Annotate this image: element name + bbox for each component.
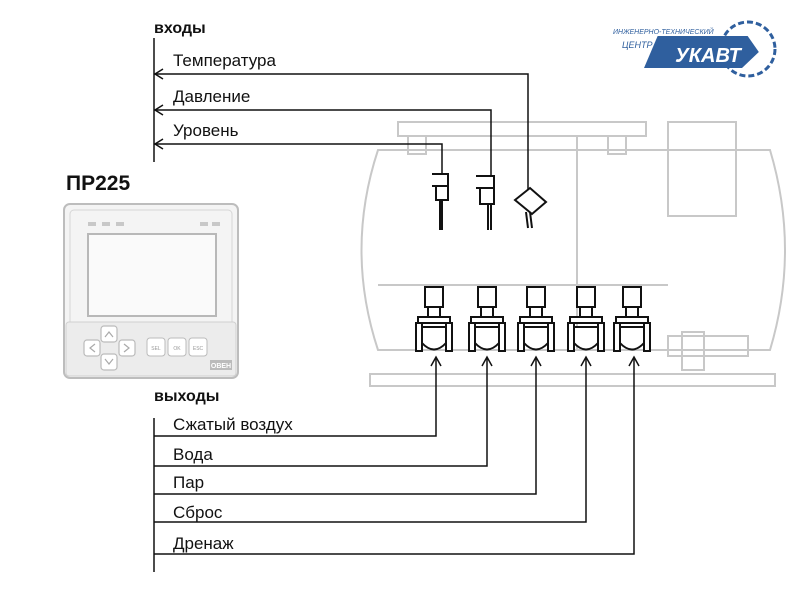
device-screen	[87, 233, 217, 317]
input-label-temperature: Температура	[173, 51, 276, 70]
logo-line2: ЦЕНТР	[622, 40, 653, 50]
valve	[415, 286, 453, 352]
outputs-header: выходы	[154, 388, 220, 405]
esc-button-label: ESC	[193, 346, 204, 352]
ok-button	[167, 337, 187, 357]
sel-button	[146, 337, 166, 357]
device-brand: ОВЕН	[211, 363, 231, 370]
temperature-sensor	[513, 186, 548, 229]
valve	[517, 286, 555, 352]
logo-line1: ИНЖЕНЕРНО-ТЕХНИЧЕСКИЙ	[613, 27, 715, 36]
device-nav-keys	[83, 325, 136, 371]
output-label-compressed-air: Сжатый воздух	[173, 415, 293, 434]
pressure-sensor	[476, 175, 495, 230]
input-label-level: Уровень	[173, 121, 239, 140]
device-title: ПР225	[66, 172, 131, 195]
level-sensor	[432, 173, 449, 230]
logo-name: УКАВТ	[675, 45, 742, 67]
tank	[360, 121, 786, 387]
ok-button-label: OK	[173, 346, 181, 352]
sel-button-label: SEL	[151, 346, 161, 352]
inputs-header: входы	[154, 20, 206, 37]
valve	[613, 286, 651, 352]
valve	[567, 286, 605, 352]
valves	[415, 286, 651, 352]
input-lines	[153, 38, 529, 190]
input-label-pressure: Давление	[173, 87, 251, 106]
esc-button	[188, 337, 208, 357]
output-label-discharge: Сброс	[173, 503, 223, 522]
input-arrowheads	[153, 68, 164, 150]
valve	[468, 286, 506, 352]
logo: ИНЖЕНЕРНО-ТЕХНИЧЕСКИЙ ЦЕНТР УКАВТ	[613, 20, 777, 78]
output-label-steam: Пар	[173, 473, 205, 492]
output-arrowheads	[430, 355, 640, 367]
output-lines	[153, 358, 635, 572]
device-pr225: SEL OK ESC ОВЕН	[63, 203, 239, 379]
output-label-drain: Дренаж	[173, 534, 234, 553]
output-label-water: Вода	[173, 445, 213, 464]
